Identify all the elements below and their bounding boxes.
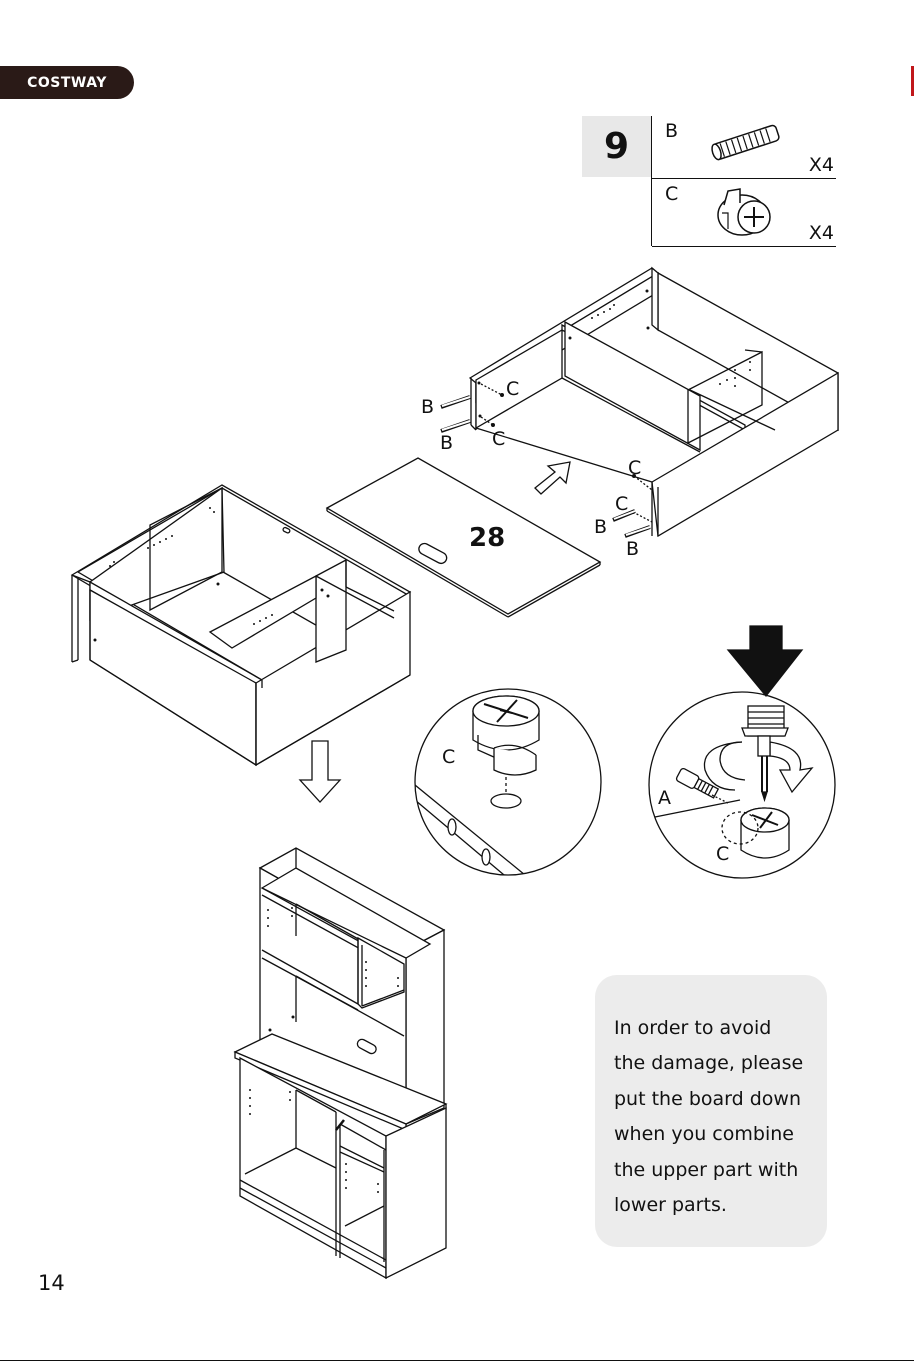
detail-screwdriver-turn: A C <box>649 692 835 878</box>
note-line: the upper part with <box>614 1153 817 1188</box>
label-c: C <box>628 457 641 479</box>
brand-name: COSTWAY <box>27 75 107 91</box>
cam-lock-icon <box>714 185 776 239</box>
assembled-cabinet <box>235 848 446 1278</box>
note-line: lower parts. <box>614 1188 817 1223</box>
note-line: put the board down <box>614 1082 817 1117</box>
part-row-c: C X4 <box>652 179 836 247</box>
label-b: B <box>594 516 607 538</box>
dowel-left-top <box>441 397 470 407</box>
dowel-right-bottom <box>625 527 650 536</box>
label-c: C <box>615 493 628 515</box>
label-c: C <box>492 428 505 450</box>
label-a: A <box>658 787 671 809</box>
down-arrow-icon <box>300 741 340 802</box>
direction-arrow-icon <box>535 462 570 494</box>
dowel-icon <box>707 122 787 162</box>
label-c: C <box>442 746 455 768</box>
label-b: B <box>421 396 434 418</box>
label-c: C <box>506 378 519 400</box>
label-b: B <box>440 432 453 454</box>
detail-cam-insert: C <box>415 689 601 880</box>
footer-rule <box>0 1360 914 1361</box>
part-letter: C <box>665 183 678 205</box>
page-number: 14 <box>38 1271 65 1295</box>
board-number: 28 <box>469 523 505 553</box>
note-line: the damage, please <box>614 1046 817 1081</box>
note-line: In order to avoid <box>614 1011 817 1046</box>
instruction-note: In order to avoid the damage, please put… <box>595 975 827 1247</box>
parts-list: B X4 C X4 <box>651 116 836 246</box>
label-b: B <box>626 538 639 560</box>
label-c: C <box>716 843 729 865</box>
note-line: when you combine <box>614 1117 817 1152</box>
part-letter: B <box>665 120 678 142</box>
brand-logo: COSTWAY <box>0 66 134 99</box>
dowel-left-bottom <box>441 421 470 431</box>
part-row-b: B X4 <box>652 116 836 179</box>
step-number-text: 9 <box>604 126 629 167</box>
push-down-arrow-icon <box>728 626 802 696</box>
step-number: 9 <box>582 116 651 177</box>
upper-cabinet-part <box>470 268 838 536</box>
part-quantity: X4 <box>809 154 834 176</box>
part-quantity: X4 <box>809 222 834 244</box>
